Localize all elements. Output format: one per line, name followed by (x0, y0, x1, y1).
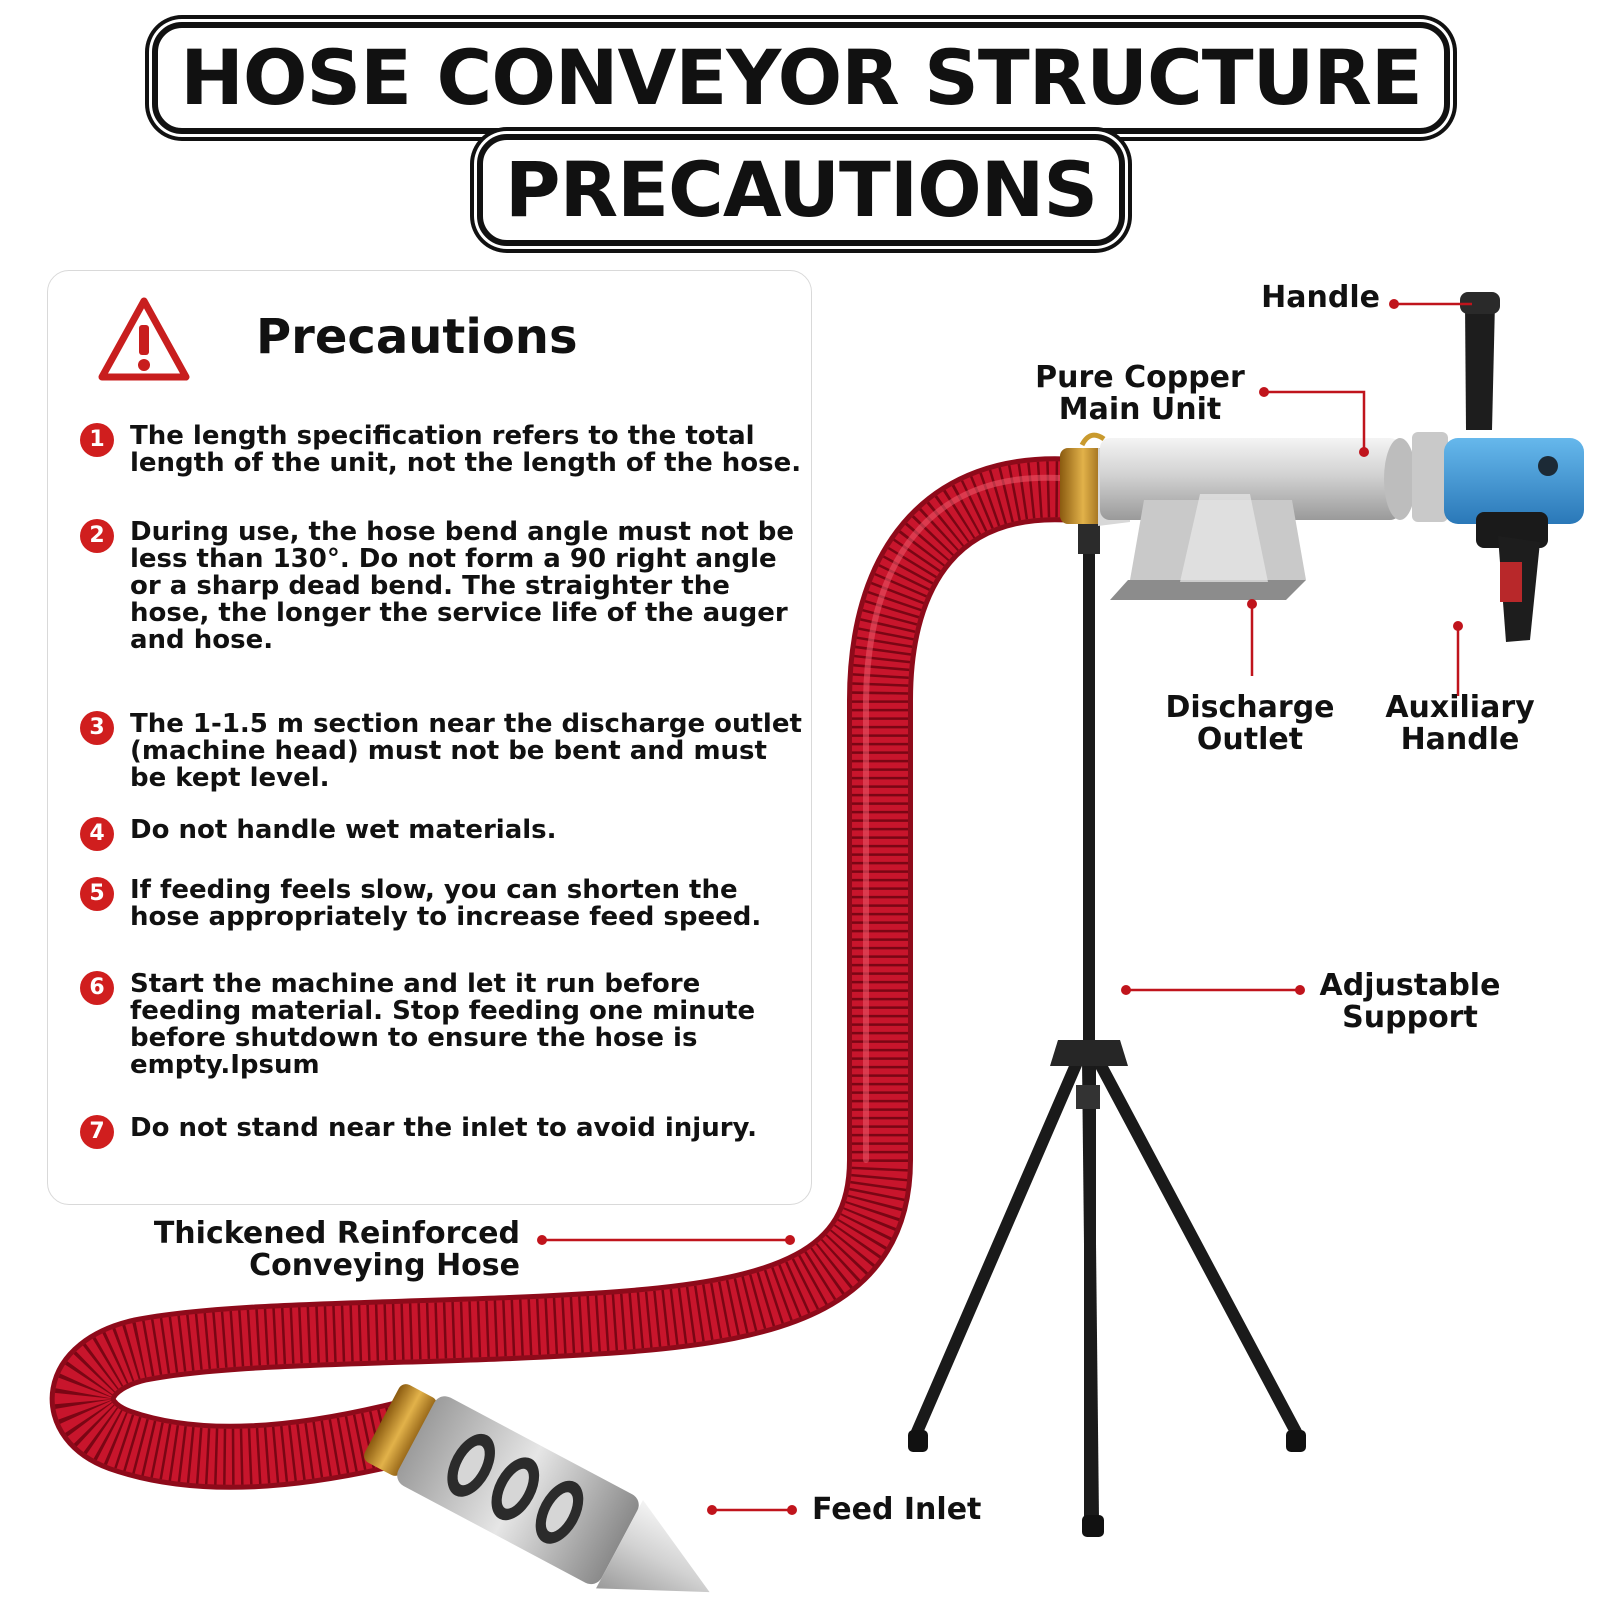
label-discharge-line-1: Discharge (1165, 690, 1335, 725)
label-feed-inlet-text: Feed Inlet (812, 1492, 982, 1527)
adjustable-support (908, 520, 1306, 1537)
label-main-unit-line-1: Pure Copper (1035, 360, 1245, 395)
item-number-badge: 4 (80, 817, 114, 851)
item-number-badge: 7 (80, 1115, 114, 1149)
item-text: Do not stand near the inlet to avoid inj… (130, 1113, 757, 1143)
label-main-unit: Pure Copper Main Unit (1030, 362, 1250, 426)
motor (1412, 292, 1584, 642)
label-support-line-2: Support (1342, 1000, 1478, 1035)
label-feed-inlet: Feed Inlet (812, 1494, 1012, 1526)
title-line-1-wrap: HOSE CONVEYOR STRUCTURE (0, 22, 1602, 134)
label-handle-text: Handle (1261, 280, 1380, 315)
label-hose-line-1: Thickened Reinforced (153, 1216, 520, 1251)
label-handle: Handle (1220, 282, 1380, 314)
label-support-line-1: Adjustable (1319, 968, 1501, 1003)
label-main-unit-line-2: Main Unit (1058, 392, 1222, 427)
label-auxiliary-line-1: Auxiliary (1385, 690, 1535, 725)
item-number-badge: 1 (80, 423, 114, 457)
precautions-heading: Precautions (256, 309, 578, 365)
item-text: Do not handle wet materials. (130, 815, 557, 845)
callout-dots (537, 299, 1463, 1515)
item-text: Start the machine and let it run before … (130, 969, 756, 1080)
precautions-panel: Precautions 1 The length specification r… (47, 270, 812, 1205)
title-line-2: PRECAUTIONS (476, 134, 1126, 246)
label-adjustable-support: Adjustable Support (1310, 970, 1510, 1034)
label-discharge-outlet: Discharge Outlet (1150, 692, 1350, 756)
title-line-2-wrap: PRECAUTIONS (0, 134, 1602, 246)
item-number-badge: 5 (80, 877, 114, 911)
item-text: During use, the hose bend angle must not… (130, 517, 795, 655)
label-hose-line-2: Conveying Hose (249, 1248, 520, 1283)
feed-inlet (364, 1384, 710, 1593)
label-auxiliary-line-2: Handle (1400, 722, 1520, 757)
title-line-1: HOSE CONVEYOR STRUCTURE (152, 22, 1450, 134)
warning-triangle-icon (98, 297, 190, 381)
item-number-badge: 2 (80, 519, 114, 553)
conveying-hose (49, 456, 1108, 1490)
label-auxiliary-handle: Auxiliary Handle (1370, 692, 1550, 756)
item-number-badge: 3 (80, 711, 114, 745)
item-text: The length specification refers to the t… (130, 421, 802, 478)
label-conveying-hose: Thickened Reinforced Conveying Hose (140, 1218, 520, 1282)
item-text: The 1-1.5 m section near the discharge o… (130, 709, 802, 793)
item-number-badge: 6 (80, 971, 114, 1005)
item-text: If feeding feels slow, you can shorten t… (130, 875, 762, 932)
callout-leaders (542, 302, 1472, 1512)
main-unit (1060, 432, 1416, 600)
label-discharge-line-2: Outlet (1196, 722, 1304, 757)
